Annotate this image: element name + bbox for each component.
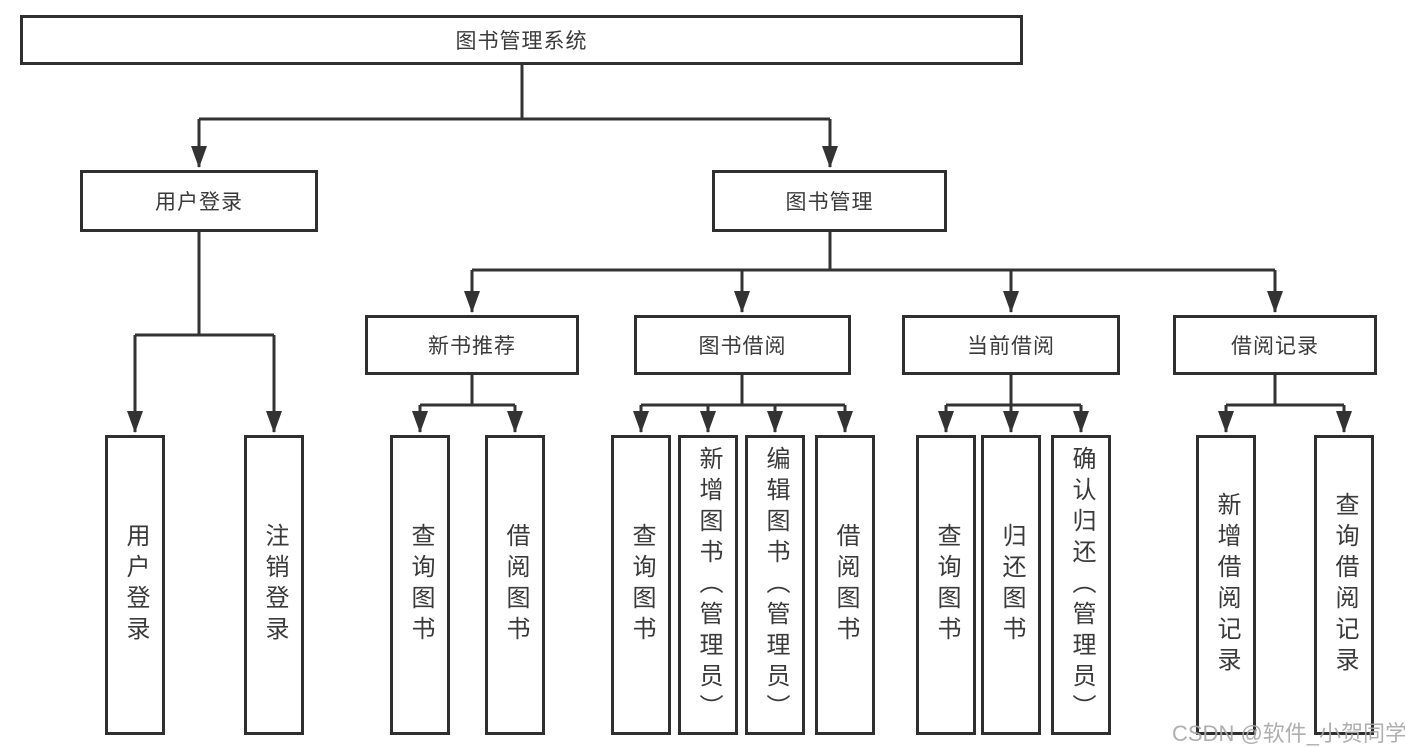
node-book-management: 图书管理 (712, 170, 947, 232)
node-label: 图书管理 (785, 191, 874, 214)
node-label: 查询借阅记录 (1331, 492, 1358, 678)
leaf-add-books-admin: 新增图书（管理员） (678, 435, 738, 735)
node-label: 图书管理系统 (455, 30, 588, 53)
leaf-query-books-borrow: 查询图书 (611, 435, 671, 735)
node-book-borrow: 图书借阅 (634, 315, 851, 375)
edge-root-to-level2 (191, 65, 838, 168)
node-label: 图书借阅 (698, 335, 787, 358)
node-label: 借阅图书 (832, 523, 859, 647)
edge-book-borrow-to-leaves (633, 375, 853, 433)
node-label: 借阅图书 (502, 523, 529, 647)
node-root-library-system: 图书管理系统 (20, 15, 1023, 65)
leaf-edit-books-admin: 编辑图书（管理员） (745, 435, 805, 735)
leaf-borrow-books: 借阅图书 (815, 435, 875, 735)
leaf-return-books: 归还图书 (981, 435, 1041, 735)
node-label: 新增图书（管理员） (695, 445, 722, 725)
node-label: 编辑图书（管理员） (762, 445, 789, 725)
csdn-watermark: CSDN @软件_小贺同学 (1172, 721, 1405, 746)
node-label: 确认归还（管理员） (1068, 445, 1095, 725)
node-label: 查询图书 (628, 523, 655, 647)
edge-new-book-rec-to-leaves (412, 375, 523, 433)
leaf-logout: 注销登录 (244, 435, 304, 735)
node-label: 借阅记录 (1231, 335, 1319, 358)
edge-book-mgmt-to-level3 (464, 232, 1283, 313)
node-label: 注销登录 (261, 523, 288, 647)
node-borrow-records: 借阅记录 (1173, 315, 1377, 375)
edge-user-login-to-leaves (127, 232, 282, 433)
leaf-query-books-current: 查询图书 (916, 435, 976, 735)
leaf-confirm-return-admin: 确认归还（管理员） (1051, 435, 1111, 735)
node-current-borrow: 当前借阅 (902, 315, 1120, 375)
edge-current-borrow-to-leaves (938, 375, 1089, 433)
node-label: 新书推荐 (428, 335, 516, 358)
node-label: 查询图书 (933, 523, 960, 647)
leaf-user-login: 用户登录 (105, 435, 165, 735)
leaf-query-books-recommend: 查询图书 (390, 435, 450, 735)
leaf-add-borrow-record: 新增借阅记录 (1196, 435, 1256, 735)
edge-borrow-records-to-leaves (1218, 375, 1352, 433)
leaf-borrow-books-recommend: 借阅图书 (485, 435, 545, 735)
node-user-login: 用户登录 (80, 170, 318, 232)
node-label: 新增借阅记录 (1213, 492, 1240, 678)
node-new-book-recommend: 新书推荐 (365, 315, 579, 375)
node-label: 归还图书 (998, 523, 1025, 647)
node-label: 用户登录 (155, 191, 243, 214)
node-label: 查询图书 (407, 523, 434, 647)
node-label: 用户登录 (122, 523, 149, 647)
node-label: 当前借阅 (967, 335, 1055, 358)
leaf-query-borrow-record: 查询借阅记录 (1314, 435, 1374, 735)
